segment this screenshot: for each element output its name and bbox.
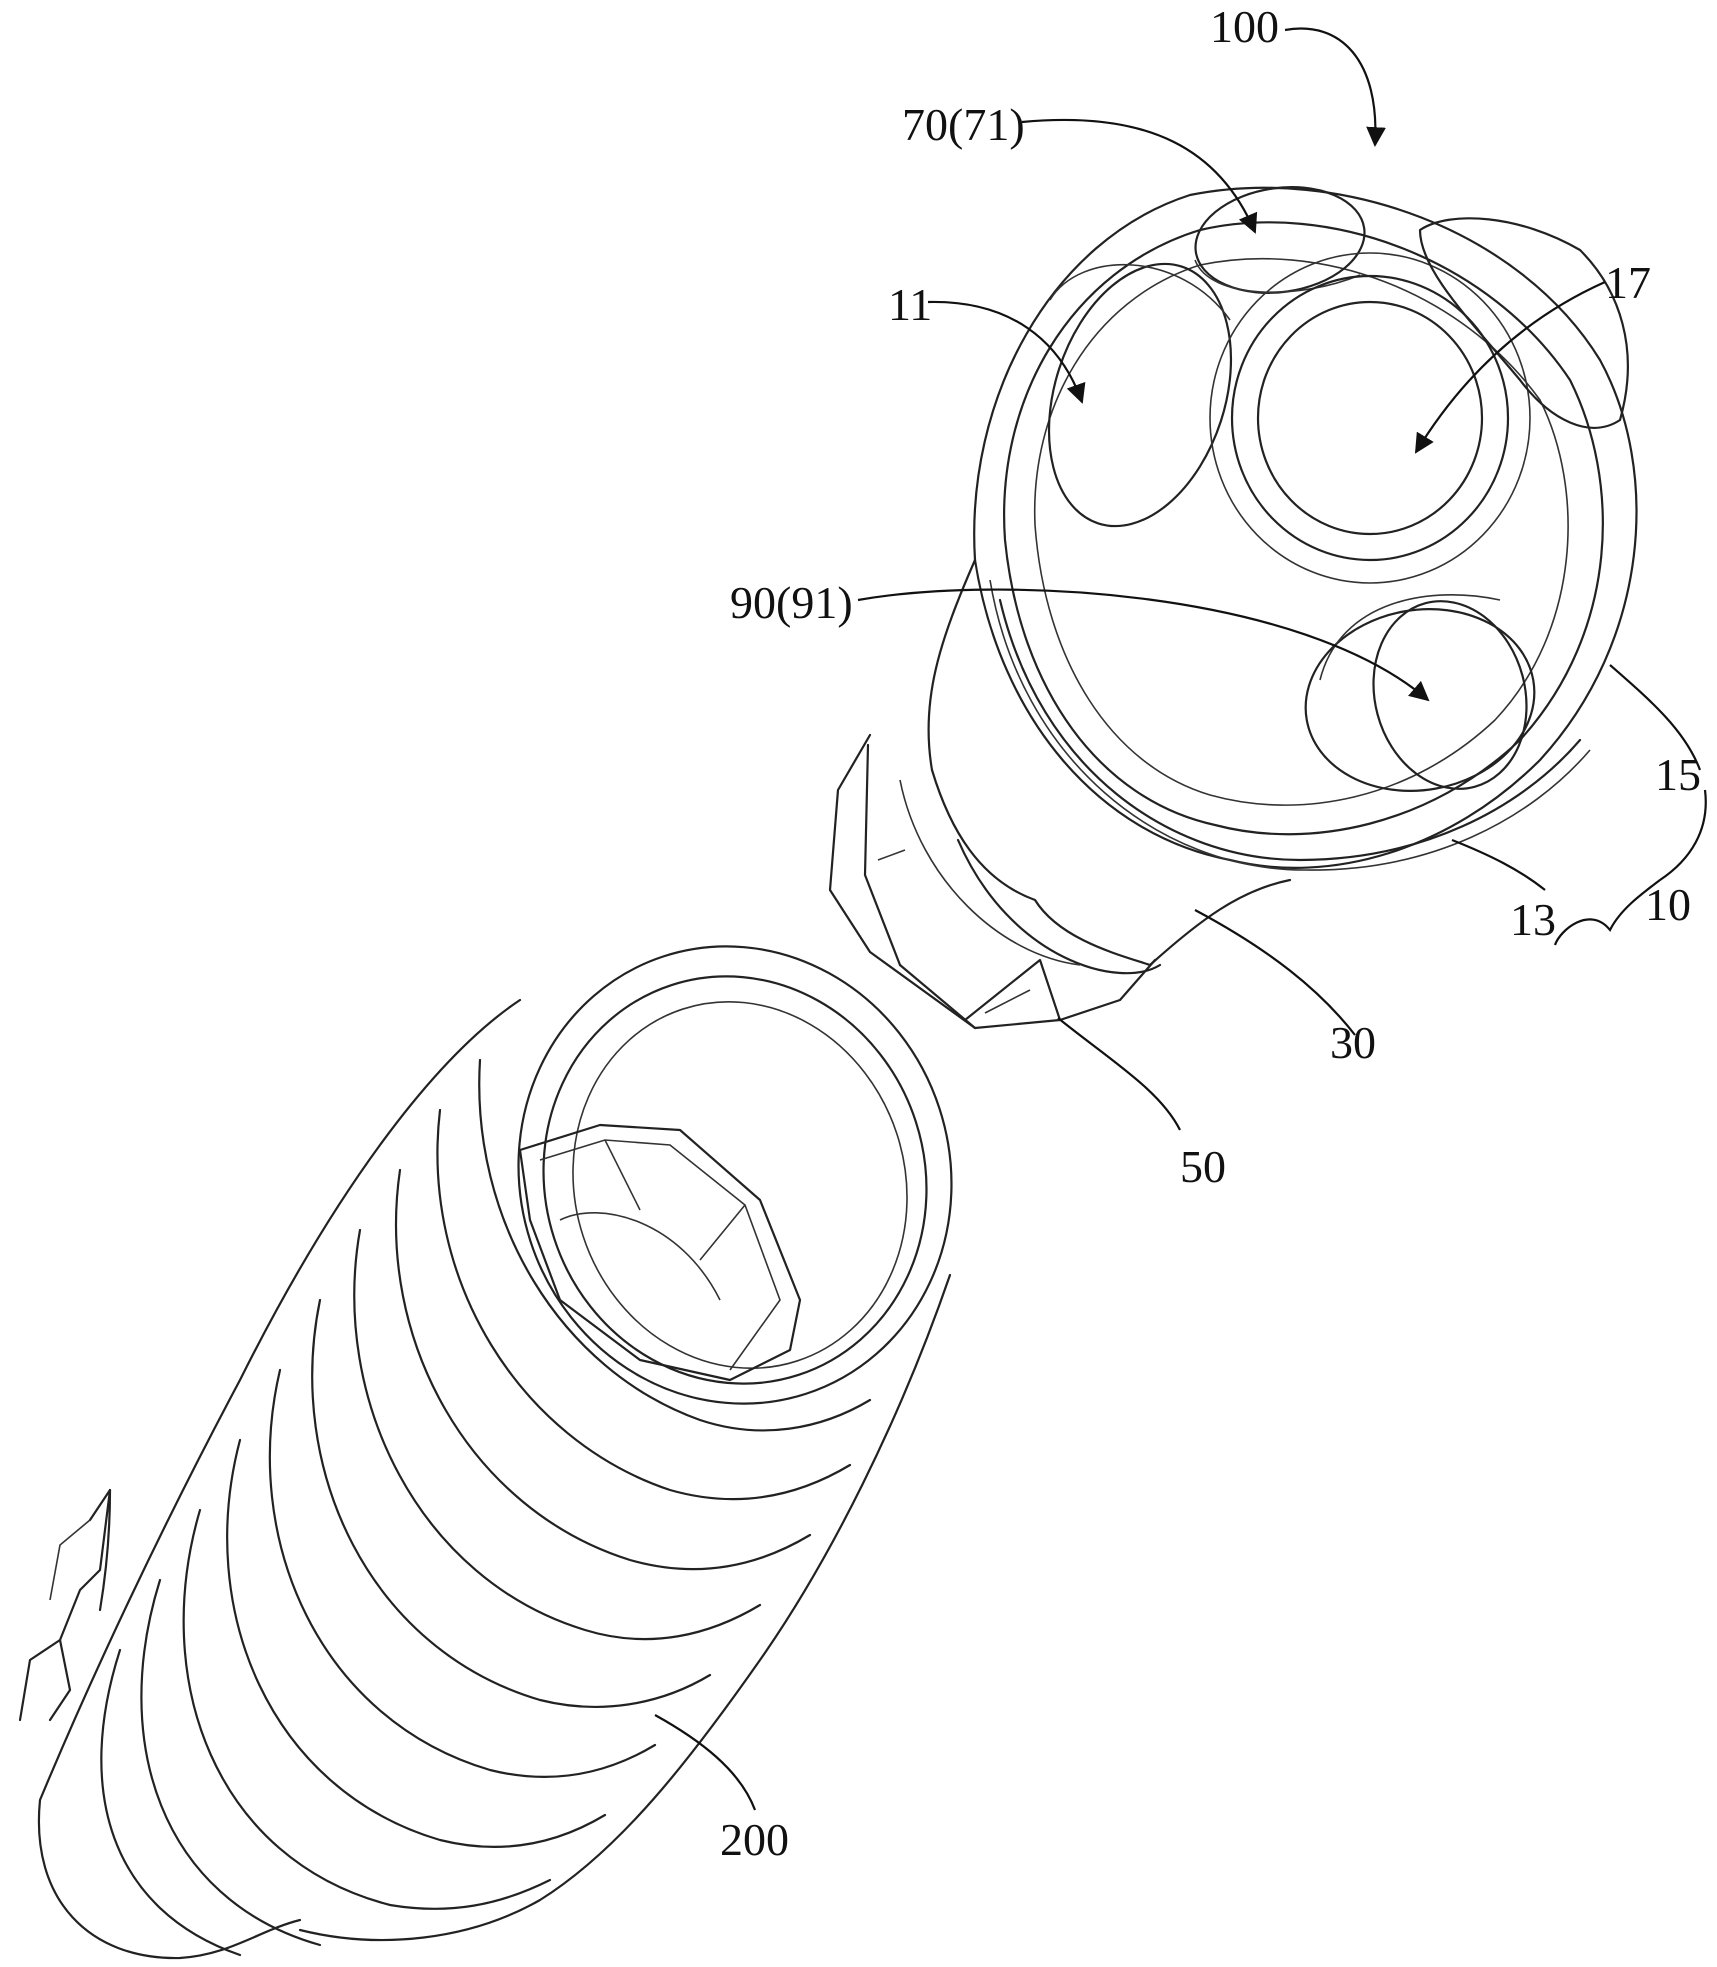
hex-connector-shape <box>830 735 1155 1028</box>
hole-side-right-shape <box>1420 218 1628 428</box>
hole-11-shape <box>1017 240 1262 549</box>
leader-200 <box>655 1715 755 1810</box>
leader-13 <box>1452 840 1545 890</box>
neck-shape <box>900 560 1290 973</box>
leader-17 <box>1416 282 1605 452</box>
label-70-71: 70(71) <box>902 99 1025 150</box>
label-11: 11 <box>888 279 932 330</box>
implant-component <box>20 890 1011 1958</box>
label-50: 50 <box>1180 1141 1226 1192</box>
label-17: 17 <box>1605 257 1651 308</box>
label-10: 10 <box>1645 879 1691 930</box>
hole-90-shape <box>1291 584 1549 809</box>
leader-70 <box>1022 120 1255 232</box>
hole-17-shape <box>1210 253 1530 583</box>
label-90-91: 90(91) <box>730 577 853 628</box>
label-13: 13 <box>1510 894 1556 945</box>
implant-cutting-slots <box>20 1490 110 1720</box>
leader-100 <box>1285 28 1375 145</box>
reference-numerals: 100 70(71) 11 17 90(91) 15 10 13 30 50 2… <box>720 1 1701 1865</box>
leader-50 <box>1058 1018 1180 1130</box>
label-15: 15 <box>1655 749 1701 800</box>
label-30: 30 <box>1330 1017 1376 1068</box>
label-100: 100 <box>1210 1 1279 52</box>
leader-11 <box>928 302 1082 402</box>
label-200: 200 <box>720 1814 789 1865</box>
